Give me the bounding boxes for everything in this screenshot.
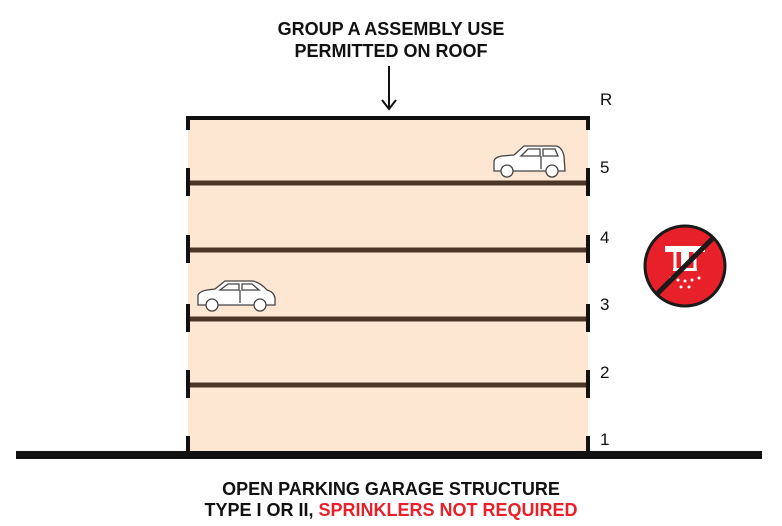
slab-level-4 xyxy=(186,235,590,263)
footer-line-2: TYPE I OR II, SPRINKLERS NOT REQUIRED xyxy=(0,499,782,521)
slab-level-2 xyxy=(186,370,590,398)
level-label-4: 4 xyxy=(600,228,610,247)
level-label-3: 3 xyxy=(600,295,610,314)
no-sprinkler-icon xyxy=(643,224,727,308)
header-line-2: PERMITTED ON ROOF xyxy=(294,41,488,61)
footer-line-1: OPEN PARKING GARAGE STRUCTURE xyxy=(222,479,560,499)
car-icon xyxy=(493,145,566,178)
level-label-5: 5 xyxy=(600,158,610,177)
level-label-roof: R xyxy=(600,90,613,109)
arrow-down-icon xyxy=(381,66,397,111)
level-label-2: 2 xyxy=(600,363,610,382)
slab-level-5 xyxy=(186,168,590,196)
header-line-1: GROUP A ASSEMBLY USE xyxy=(277,19,505,39)
slab-level-3 xyxy=(186,304,590,332)
car-icon xyxy=(197,280,276,312)
level-label-1: 1 xyxy=(600,430,610,449)
sprinklers-not-required-label: SPRINKLERS NOT REQUIRED xyxy=(318,500,578,520)
footer-line-2-prefix: TYPE I OR II, xyxy=(204,500,314,520)
